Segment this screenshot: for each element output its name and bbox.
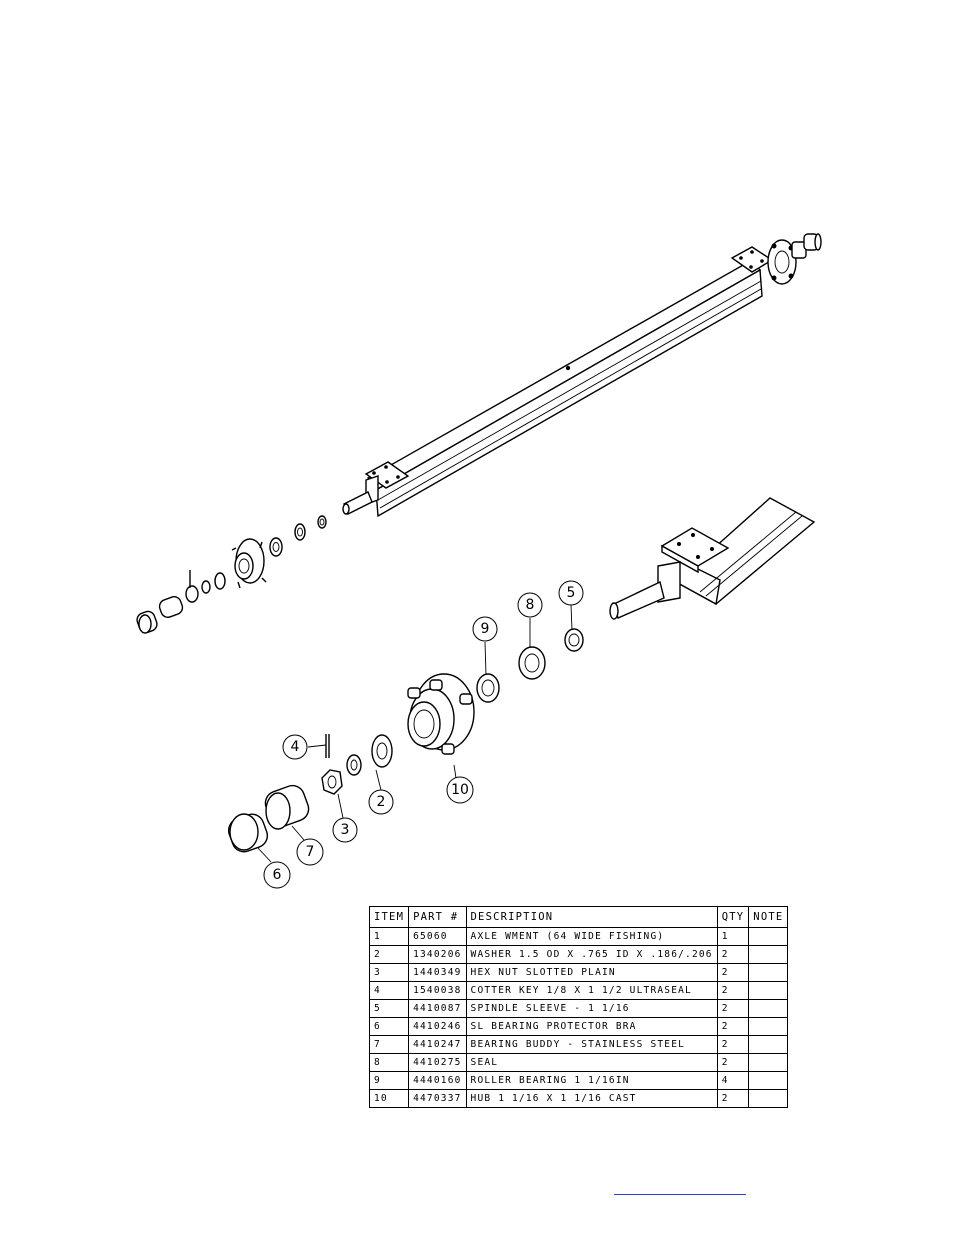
bom-description: HEX NUT SLOTTED PLAIN — [465, 963, 718, 982]
bom-note — [748, 981, 789, 1000]
bom-item: 5 — [368, 999, 410, 1018]
bom-description: COTTER KEY 1/8 X 1 1/2 ULTRASEAL — [465, 981, 718, 1000]
callout-9-label: 9 — [481, 621, 490, 637]
bom-note — [748, 927, 789, 946]
table-row: 9 4440160 ROLLER BEARING 1 1/16IN 4 — [368, 1071, 789, 1090]
table-row: 8 4410275 SEAL 2 — [368, 1053, 789, 1072]
callout-5-label: 5 — [567, 585, 576, 601]
bom-item: 1 — [368, 927, 410, 946]
bom-part: 4470337 — [408, 1089, 467, 1108]
bom-description: WASHER 1.5 OD X .765 ID X .186/.206 — [465, 945, 718, 964]
bom-note — [748, 963, 789, 982]
table-row: 5 4410087 SPINDLE SLEEVE - 1 1/16 2 — [368, 999, 789, 1018]
callout-6: 6 — [263, 861, 291, 889]
callout-8: 8 — [517, 592, 543, 618]
bill-of-materials-table: ITEM PART # DESCRIPTION QTY NOTE 1 65060… — [368, 906, 789, 1108]
bom-header-part: PART # — [408, 906, 467, 928]
bom-item: 9 — [368, 1071, 410, 1090]
bom-item: 6 — [368, 1017, 410, 1036]
bom-part: 4410247 — [408, 1035, 467, 1054]
bom-description: SPINDLE SLEEVE - 1 1/16 — [465, 999, 718, 1018]
bom-note — [748, 1089, 789, 1108]
bom-header-row: ITEM PART # DESCRIPTION QTY NOTE — [368, 906, 789, 928]
callout-10-label: 10 — [451, 782, 469, 798]
callout-7: 7 — [296, 838, 324, 866]
callout-5: 5 — [558, 580, 584, 606]
bom-item: 7 — [368, 1035, 410, 1054]
axle-detail-lower — [609, 497, 816, 620]
table-row: 10 4470337 HUB 1 1/16 X 1 1/16 CAST 2 — [368, 1089, 789, 1108]
bom-header-description: DESCRIPTION — [465, 906, 718, 928]
bom-part: 4410275 — [408, 1053, 467, 1072]
callout-3-label: 3 — [341, 822, 350, 838]
bom-qty: 2 — [716, 999, 750, 1018]
bom-qty: 2 — [716, 981, 750, 1000]
bom-qty: 2 — [716, 945, 750, 964]
bom-header-item: ITEM — [368, 906, 410, 928]
callout-7-label: 7 — [306, 844, 315, 860]
bom-item: 10 — [368, 1089, 410, 1108]
bom-note — [748, 945, 789, 964]
bom-qty: 2 — [716, 1053, 750, 1072]
bom-note — [748, 1035, 789, 1054]
callout-4-label: 4 — [291, 739, 300, 755]
bom-note — [748, 1053, 789, 1072]
bom-part: 4440160 — [408, 1071, 467, 1090]
bom-header-note: NOTE — [748, 906, 789, 928]
bom-part: 1440349 — [408, 963, 467, 982]
axle-assembly-upper — [342, 233, 822, 518]
callout-10: 10 — [446, 776, 474, 804]
bom-description: AXLE WMENT (64 WIDE FISHING) — [465, 927, 718, 946]
bom-description: SL BEARING PROTECTOR BRA — [465, 1017, 718, 1036]
bom-header-qty: QTY — [716, 906, 750, 928]
bom-part: 4410246 — [408, 1017, 467, 1036]
bom-description: BEARING BUDDY - STAINLESS STEEL — [465, 1035, 718, 1054]
table-row: 4 1540038 COTTER KEY 1/8 X 1 1/2 ULTRASE… — [368, 981, 789, 1000]
bom-item: 2 — [368, 945, 410, 964]
bom-description: SEAL — [465, 1053, 718, 1072]
lower-exploded-parts — [227, 628, 584, 853]
callout-3: 3 — [332, 817, 358, 843]
callout-8-label: 8 — [526, 597, 535, 613]
leader-lines — [257, 604, 573, 863]
bom-note — [748, 1071, 789, 1090]
bom-part: 65060 — [408, 927, 467, 946]
bom-qty: 2 — [716, 963, 750, 982]
callout-2: 2 — [368, 789, 394, 815]
bom-item: 4 — [368, 981, 410, 1000]
upper-exploded-parts — [136, 515, 327, 634]
callout-6-label: 6 — [273, 867, 282, 883]
table-row: 7 4410247 BEARING BUDDY - STAINLESS STEE… — [368, 1035, 789, 1054]
footer-hyperlink[interactable] — [614, 1186, 746, 1195]
bom-qty: 2 — [716, 1035, 750, 1054]
bom-qty: 1 — [716, 927, 750, 946]
bom-description: ROLLER BEARING 1 1/16IN — [465, 1071, 718, 1090]
bom-part: 4410087 — [408, 999, 467, 1018]
table-row: 6 4410246 SL BEARING PROTECTOR BRA 2 — [368, 1017, 789, 1036]
bom-qty: 2 — [716, 1089, 750, 1108]
bom-qty: 4 — [716, 1071, 750, 1090]
bom-description: HUB 1 1/16 X 1 1/16 CAST — [465, 1089, 718, 1108]
table-row: 3 1440349 HEX NUT SLOTTED PLAIN 2 — [368, 963, 789, 982]
callout-9: 9 — [472, 616, 498, 642]
bom-note — [748, 999, 789, 1018]
callout-2-label: 2 — [377, 794, 386, 810]
callout-4: 4 — [282, 734, 308, 760]
bom-item: 8 — [368, 1053, 410, 1072]
callouts: 2 3 4 5 6 7 8 9 — [263, 580, 584, 889]
bom-qty: 2 — [716, 1017, 750, 1036]
bom-part: 1340206 — [408, 945, 467, 964]
table-row: 1 65060 AXLE WMENT (64 WIDE FISHING) 1 — [368, 927, 789, 946]
bom-part: 1540038 — [408, 981, 467, 1000]
bom-item: 3 — [368, 963, 410, 982]
bom-note — [748, 1017, 789, 1036]
table-row: 2 1340206 WASHER 1.5 OD X .765 ID X .186… — [368, 945, 789, 964]
